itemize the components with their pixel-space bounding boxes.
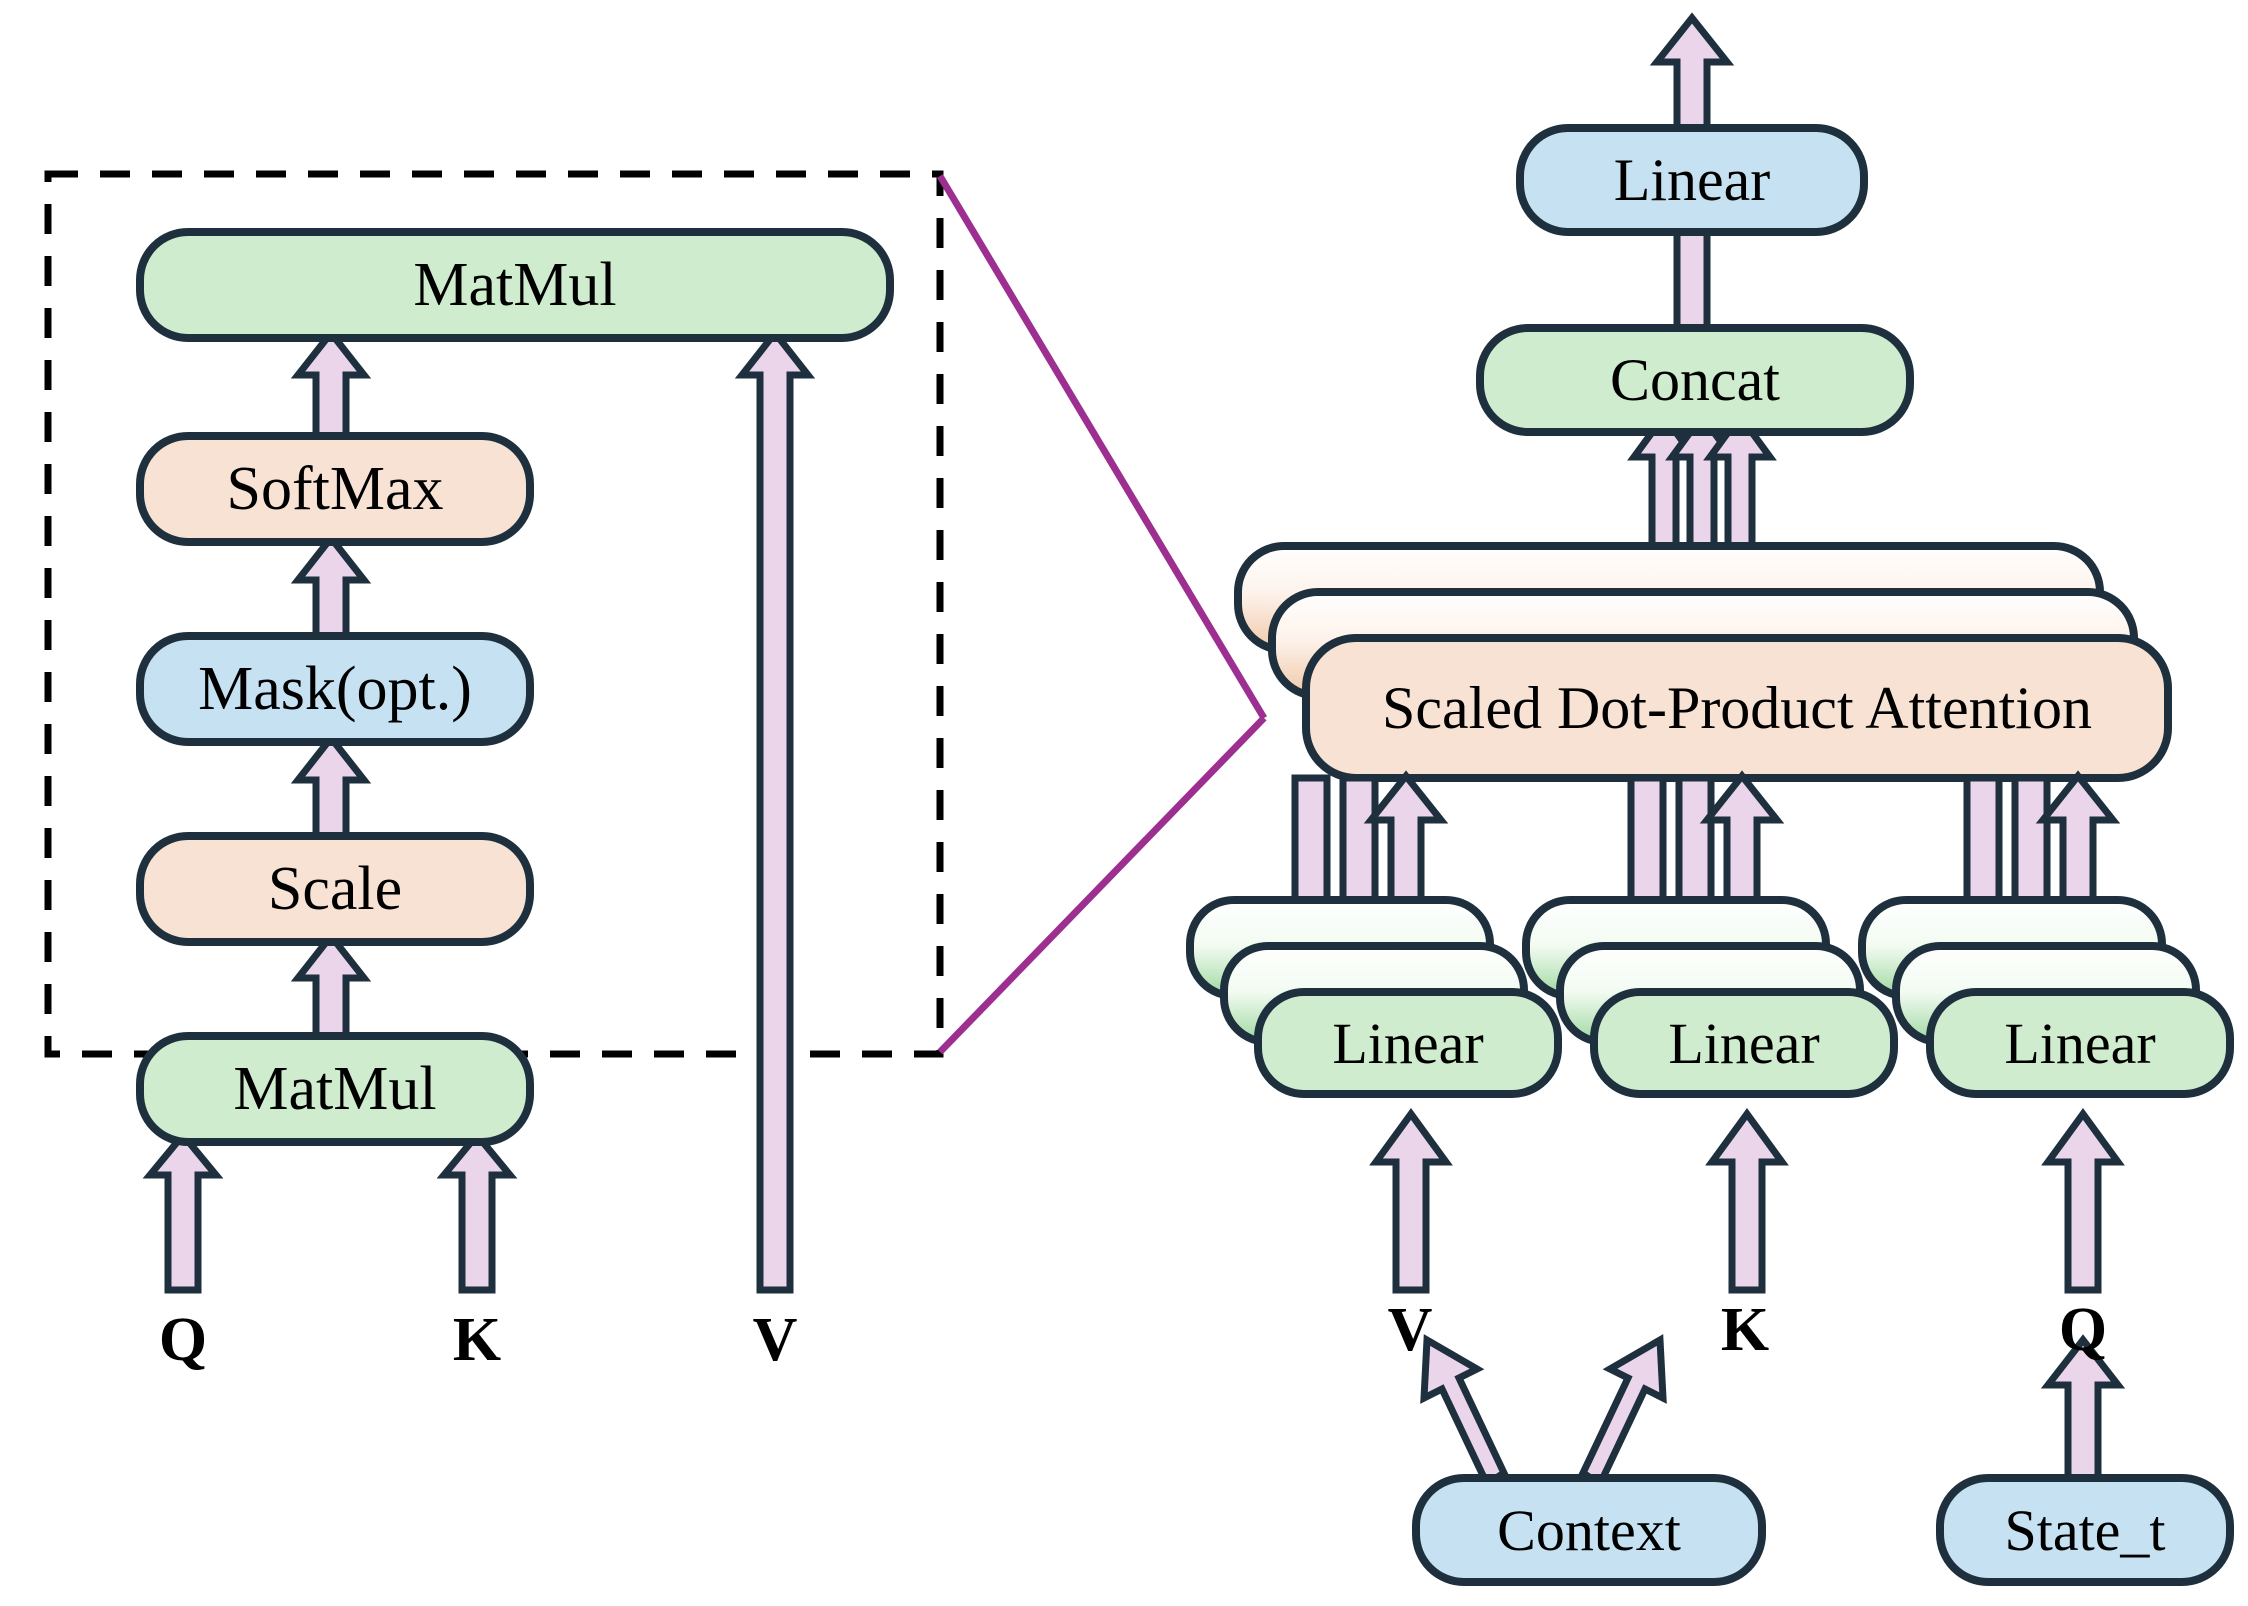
right-node-linear-q[interactable]: [1926, 988, 2234, 1098]
right-input-v-label: V: [1387, 1295, 1433, 1364]
left-node-scale[interactable]: [136, 832, 534, 946]
right-input-q-label: Q: [2058, 1295, 2108, 1364]
right-node-linear-k[interactable]: [1590, 988, 1898, 1098]
left-node-matmul-top[interactable]: [136, 228, 894, 342]
arrow-state-to-q: [2040, 1334, 2126, 1494]
zoom-connector-top: [936, 174, 1268, 720]
arrow-v-to-linear-v: [1369, 1108, 1453, 1294]
arrow-q-to-linear-q: [2041, 1108, 2125, 1294]
arrow-context-to-v: [1420, 1334, 1509, 1490]
right-node-state-t[interactable]: [1936, 1474, 2234, 1586]
right-node-linear-out[interactable]: [1516, 124, 1868, 236]
right-node-concat[interactable]: [1476, 324, 1914, 436]
right-node-sdpa[interactable]: [1302, 634, 2172, 782]
left-input-q-label: Q: [158, 1305, 208, 1374]
right-input-k-label: K: [1720, 1295, 1770, 1364]
arrow-context-to-k: [1578, 1334, 1667, 1490]
right-node-linear-v[interactable]: [1254, 988, 1562, 1098]
arrow-q-to-matmul: [142, 1129, 224, 1294]
arrow-k-to-matmul: [436, 1129, 518, 1294]
left-panel-dashed-border: [44, 170, 944, 1058]
zoom-connector-bottom: [937, 715, 1267, 1055]
left-node-matmul-bottom[interactable]: [136, 1032, 534, 1146]
arrow-k-to-linear-k: [1705, 1108, 1789, 1294]
arrow-v-to-matmul-top: [734, 327, 816, 1294]
right-node-context[interactable]: [1412, 1474, 1766, 1586]
left-node-mask[interactable]: [136, 632, 534, 746]
left-input-v-label: V: [752, 1305, 798, 1374]
left-input-k-label: K: [452, 1305, 502, 1374]
left-node-softmax[interactable]: [136, 432, 534, 546]
